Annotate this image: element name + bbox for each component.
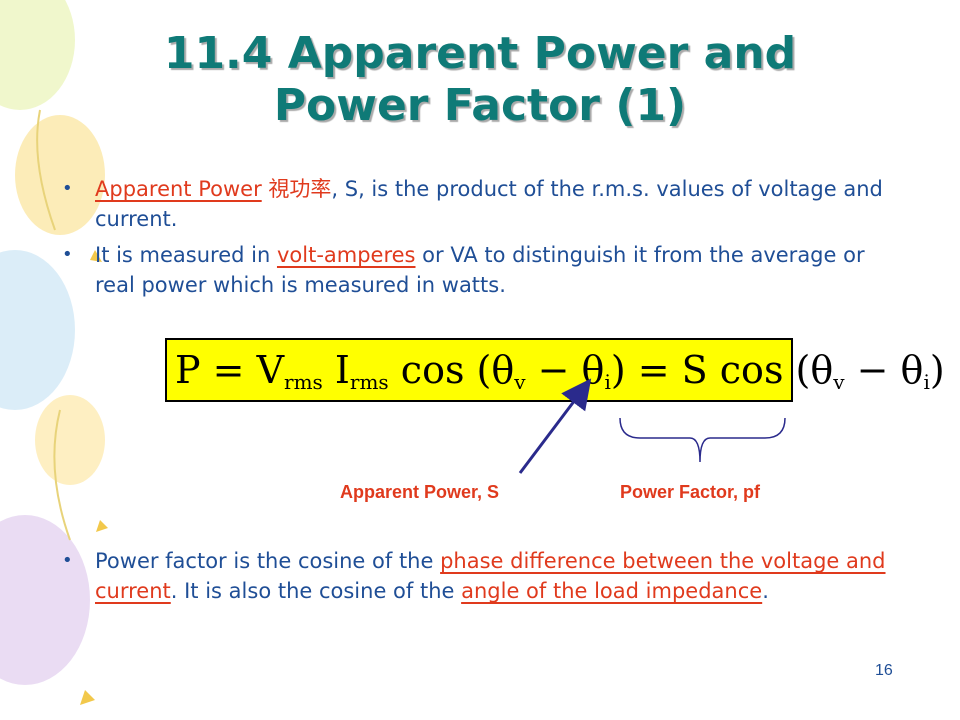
label-apparent-power: Apparent Power, S [340, 482, 500, 502]
eq-part: ) = S cos (θ [610, 348, 834, 392]
brace-icon [619, 417, 786, 463]
eq-part: I [322, 348, 350, 392]
bullet-apparent-power: • Apparent Power 視功率, S, is the product … [62, 174, 895, 234]
bullet-dot-icon: • [62, 550, 73, 571]
eq-sub: i [923, 370, 930, 394]
term-volt-amperes: volt-amperes [276, 243, 416, 267]
bullet-power-factor-post: . [762, 579, 769, 603]
eq-sub: i [604, 370, 611, 394]
bullet-power-factor-pre: Power factor is the cosine of the [95, 549, 441, 573]
bullet-apparent-power-text: , S, is the product of the r.m.s. values… [95, 177, 883, 231]
slide-title-line-2: Power Factor (1) [273, 80, 687, 131]
bullet-power-factor: • Power factor is the cosine of the phas… [62, 546, 895, 606]
bullet-volt-amperes-pre: It is measured in [95, 243, 277, 267]
eq-sub: v [833, 370, 845, 394]
eq-part: − θ [844, 348, 924, 392]
bullet-volt-amperes-post: or VA to distinguish it from the average… [95, 243, 865, 297]
label-power-factor: Power Factor, pf [620, 482, 761, 502]
eq-sub: rms [349, 370, 389, 394]
term-apparent-power: Apparent Power [95, 177, 262, 201]
eq-part: P = V [175, 348, 285, 392]
page-number: 16 [875, 662, 893, 679]
power-equation: P = Vrms Irms cos (θv − θi) = S cos (θv … [165, 338, 945, 402]
term-load-impedance-angle: angle of the load impedance [461, 579, 763, 603]
balloon-decoration [0, 0, 108, 705]
bullet-dot-icon: • [62, 178, 73, 199]
slide-title: 11.4 Apparent Power and Power Factor (1) [60, 28, 900, 132]
bullet-list-bottom: • Power factor is the cosine of the phas… [62, 546, 895, 612]
term-phase-difference: phase difference between the voltage and… [95, 549, 886, 603]
bullet-dot-icon: • [62, 244, 73, 265]
term-apparent-power-cjk: 視功率 [261, 177, 332, 201]
bullet-volt-amperes: • It is measured in volt-amperes or VA t… [62, 240, 895, 300]
eq-sub: v [514, 370, 526, 394]
eq-part: cos (θ [388, 348, 515, 392]
bullet-power-factor-mid: . It is also the cosine of the [170, 579, 462, 603]
slide-title-line-1: 11.4 Apparent Power and [163, 28, 797, 79]
eq-sub: rms [284, 370, 323, 394]
eq-part: − θ [525, 348, 605, 392]
eq-part: ) [929, 348, 945, 392]
bullet-list-top: • Apparent Power 視功率, S, is the product … [62, 174, 895, 306]
